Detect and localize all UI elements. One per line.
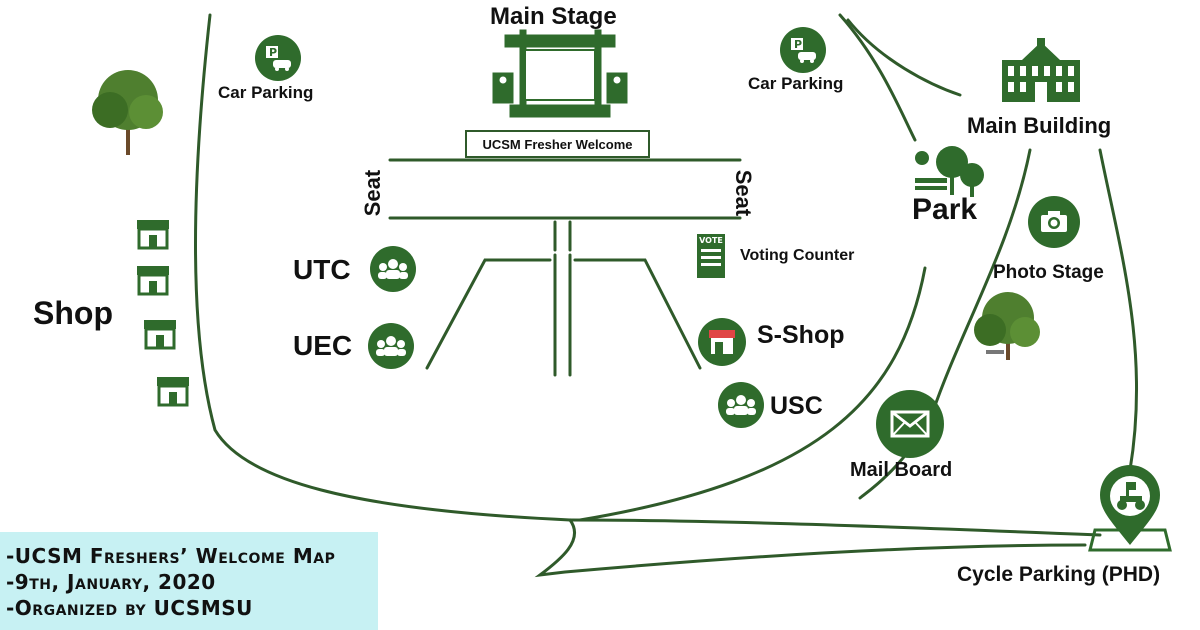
car-parking-icon-right: P [780,27,826,73]
right-path [1098,148,1139,472]
usc-label: USC [770,392,823,420]
map-info-box: -UCSM Freshers’ Welcome Map -9th, Januar… [0,532,378,630]
photo-stage-label: Photo Stage [993,262,1104,283]
s-shop-icon [698,318,746,366]
park-icon [915,146,984,197]
mail-icon [876,390,944,458]
car-parking-icon-left: P [255,35,301,81]
uec-label: UEC [293,330,353,361]
seat-left-label: Seat [360,169,386,217]
park-path [838,13,917,142]
aisle-left [425,258,552,370]
bottom-path-upper [568,518,1102,537]
mail-board-label: Mail Board [850,459,953,481]
s-shop-label: S-Shop [757,321,845,349]
aisle-right [573,258,702,370]
info-title: -UCSM Freshers’ Welcome Map [6,544,336,568]
main-building-icon [1002,38,1080,102]
vote-icon: VOTE [697,234,725,278]
info-organizer: -Organized by UCSMSU [6,596,253,620]
camera-icon [1028,196,1080,248]
car-parking-right-label: Car Parking [748,74,844,93]
shop-icon-3 [142,318,178,355]
shop-icon-2 [135,264,171,301]
shop-label: Shop [33,295,113,331]
group-icon-uec [368,323,414,369]
map-paths [194,13,1139,578]
utc-label: UTC [293,254,351,285]
svg-text:P: P [794,38,802,51]
park-label: Park [912,193,978,226]
bottom-path-lower [534,518,1087,578]
seat-right-label: Seat [731,169,757,217]
main-building-path-a [846,18,962,97]
group-icon-utc [370,246,416,292]
group-icon-usc [718,382,764,428]
photo-path [858,148,1032,500]
main-stage-label: Main Stage [490,3,617,30]
car-parking-left-label: Car Parking [218,83,314,102]
cycle-parking-label: Cycle Parking (PHD) [957,563,1161,586]
tree-icon-right [974,292,1040,360]
info-date: -9th, January, 2020 [6,570,216,594]
cycle-parking-pin-icon [1088,465,1172,552]
left-path [194,13,572,522]
main-building-label: Main Building [967,113,1112,138]
tree-icon-left [92,70,163,155]
shop-icon-4 [155,375,191,412]
vote-sign-label: VOTE [699,236,723,245]
banner-label: UCSM Fresher Welcome [465,130,650,158]
main-stage-icon [492,29,628,118]
svg-text:P: P [269,46,277,59]
inner-right-path [578,266,927,522]
shop-icon-1 [135,218,171,255]
voting-counter-label: Voting Counter [740,247,855,264]
